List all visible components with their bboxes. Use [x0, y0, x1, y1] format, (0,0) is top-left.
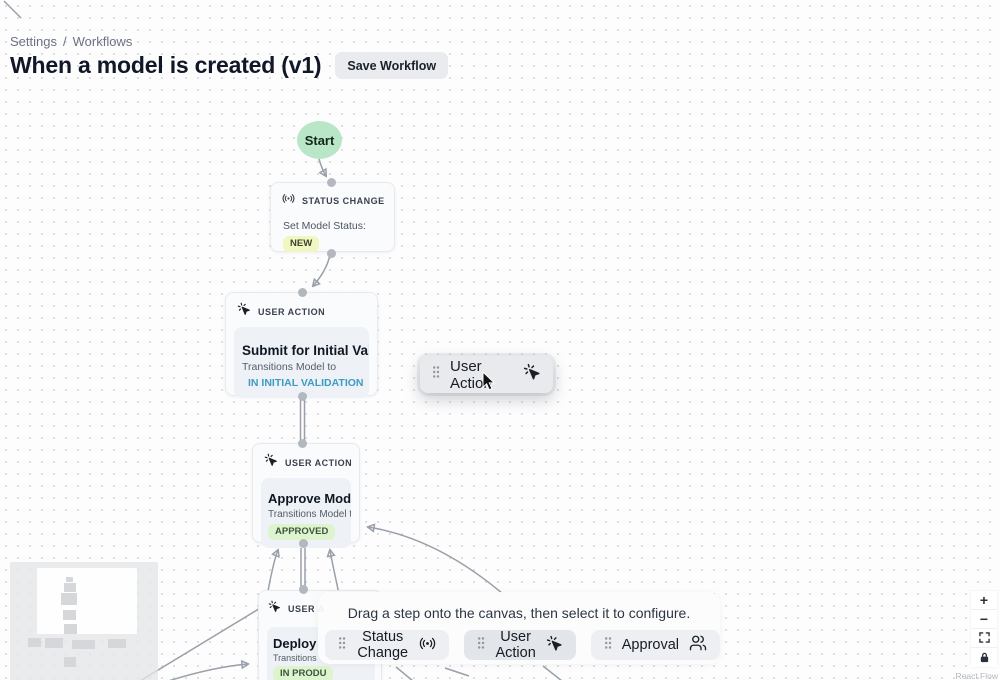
workflow-edge[interactable] — [267, 550, 278, 592]
drag-preview-user-action[interactable]: User Action — [420, 356, 553, 393]
minimap-node — [64, 583, 76, 592]
node-handle[interactable] — [298, 538, 308, 548]
palette-chip-label: Approval — [621, 637, 679, 653]
drag-handle-icon — [477, 636, 485, 654]
workflow-edge[interactable] — [162, 664, 248, 680]
page-header: Settings / Workflows When a model is cre… — [10, 34, 449, 79]
node-handle[interactable] — [326, 248, 336, 258]
node-type-label: USER ACTION — [258, 306, 326, 317]
node-title: Submit for Initial Validation — [242, 343, 369, 358]
broadcast-icon — [282, 192, 295, 210]
minimap-node — [28, 638, 41, 647]
node-title: Approve Model — [268, 491, 351, 506]
breadcrumb-settings-link[interactable]: Settings — [10, 34, 57, 49]
node-submit-validation[interactable]: USER ACTION Submit for Initial Validatio… — [225, 292, 378, 398]
minimap-node — [108, 639, 126, 648]
lock-icon — [979, 651, 990, 665]
minimap-node — [63, 610, 76, 620]
minimap-node — [45, 638, 63, 648]
node-handle[interactable] — [297, 287, 307, 297]
step-palette-panel: Drag a step onto the canvas, then select… — [318, 592, 720, 664]
status-badge: APPROVED — [268, 524, 336, 540]
page-title: When a model is created (v1) — [10, 52, 322, 78]
cursor-click-icon — [523, 363, 541, 386]
edge-fragment — [542, 665, 562, 680]
palette-chip-status-change[interactable]: Status Change — [325, 629, 450, 661]
canvas-controls: + − — [971, 591, 997, 667]
zoom-in-button[interactable]: + — [971, 591, 997, 610]
cursor-click-icon — [264, 453, 278, 472]
zoom-out-button[interactable]: − — [971, 610, 997, 629]
fit-view-icon — [978, 631, 990, 645]
node-handle[interactable] — [297, 438, 307, 448]
minimap[interactable] — [10, 562, 158, 680]
react-flow-attribution[interactable]: React Flow — [955, 671, 998, 680]
lock-button[interactable] — [971, 648, 997, 667]
mouse-cursor — [482, 370, 497, 392]
drag-preview-label: User Action — [450, 357, 492, 392]
status-badge: IN PRODU — [273, 666, 334, 680]
node-handle[interactable] — [326, 177, 336, 187]
cursor-click-icon — [546, 635, 563, 656]
minimap-node — [66, 577, 73, 582]
node-start[interactable]: Start — [297, 121, 342, 159]
node-approve-model[interactable]: USER ACTION Approve Model Transitions Mo… — [252, 443, 360, 548]
palette-chip-user-action[interactable]: User Action — [464, 629, 576, 661]
drag-handle-icon — [338, 636, 346, 654]
node-subtitle: Transitions — [273, 653, 317, 663]
workflow-edge[interactable] — [313, 253, 331, 286]
node-title: Deploy — [273, 636, 317, 651]
workflow-edge[interactable] — [330, 550, 340, 595]
palette-chip-label: User Action — [495, 629, 536, 661]
node-subtitle: Transitions Model to — [268, 509, 351, 520]
breadcrumb: Settings / Workflows — [10, 34, 448, 49]
palette-chip-label: Status Change — [357, 629, 409, 661]
node-type-label: USER A — [288, 604, 325, 614]
breadcrumb-separator: / — [62, 34, 67, 49]
status-badge: NEW — [283, 236, 320, 252]
save-workflow-button[interactable]: Save Workflow — [335, 52, 449, 79]
breadcrumb-workflows-link[interactable]: Workflows — [72, 34, 133, 49]
minimap-node — [64, 624, 77, 634]
node-target-status: IN INITIAL VALIDATION — [248, 377, 364, 389]
edge-fragment — [444, 667, 470, 677]
workflow-edge[interactable] — [318, 158, 326, 176]
node-handle[interactable] — [297, 391, 307, 401]
edge-fragment — [3, 0, 22, 19]
edge-fragment — [395, 666, 413, 680]
node-status-change[interactable]: STATUS CHANGE Set Model Status: NEW — [270, 182, 395, 252]
palette-chip-approval[interactable]: Approval — [590, 630, 720, 660]
workflow-edge[interactable] — [140, 606, 263, 680]
users-icon — [689, 634, 707, 656]
minimap-node — [64, 657, 76, 667]
node-handle[interactable] — [298, 584, 308, 594]
cursor-click-icon — [237, 302, 251, 321]
minimap-viewport[interactable] — [37, 568, 137, 634]
cursor-click-icon — [268, 600, 281, 618]
node-type-label: USER ACTION — [285, 457, 353, 468]
minimap-node — [72, 640, 95, 649]
fit-view-button[interactable] — [971, 629, 997, 648]
workflow-edge[interactable] — [368, 527, 504, 595]
drag-handle-icon — [604, 636, 612, 654]
minimap-node — [61, 593, 77, 605]
node-subtitle: Transitions Model to — [242, 361, 337, 373]
node-type-label: STATUS CHANGE — [302, 196, 385, 206]
palette-hint: Drag a step onto the canvas, then select… — [347, 605, 691, 621]
node-body-label: Set Model Status: — [283, 220, 366, 232]
drag-handle-icon — [432, 365, 440, 384]
broadcast-icon — [419, 635, 436, 656]
